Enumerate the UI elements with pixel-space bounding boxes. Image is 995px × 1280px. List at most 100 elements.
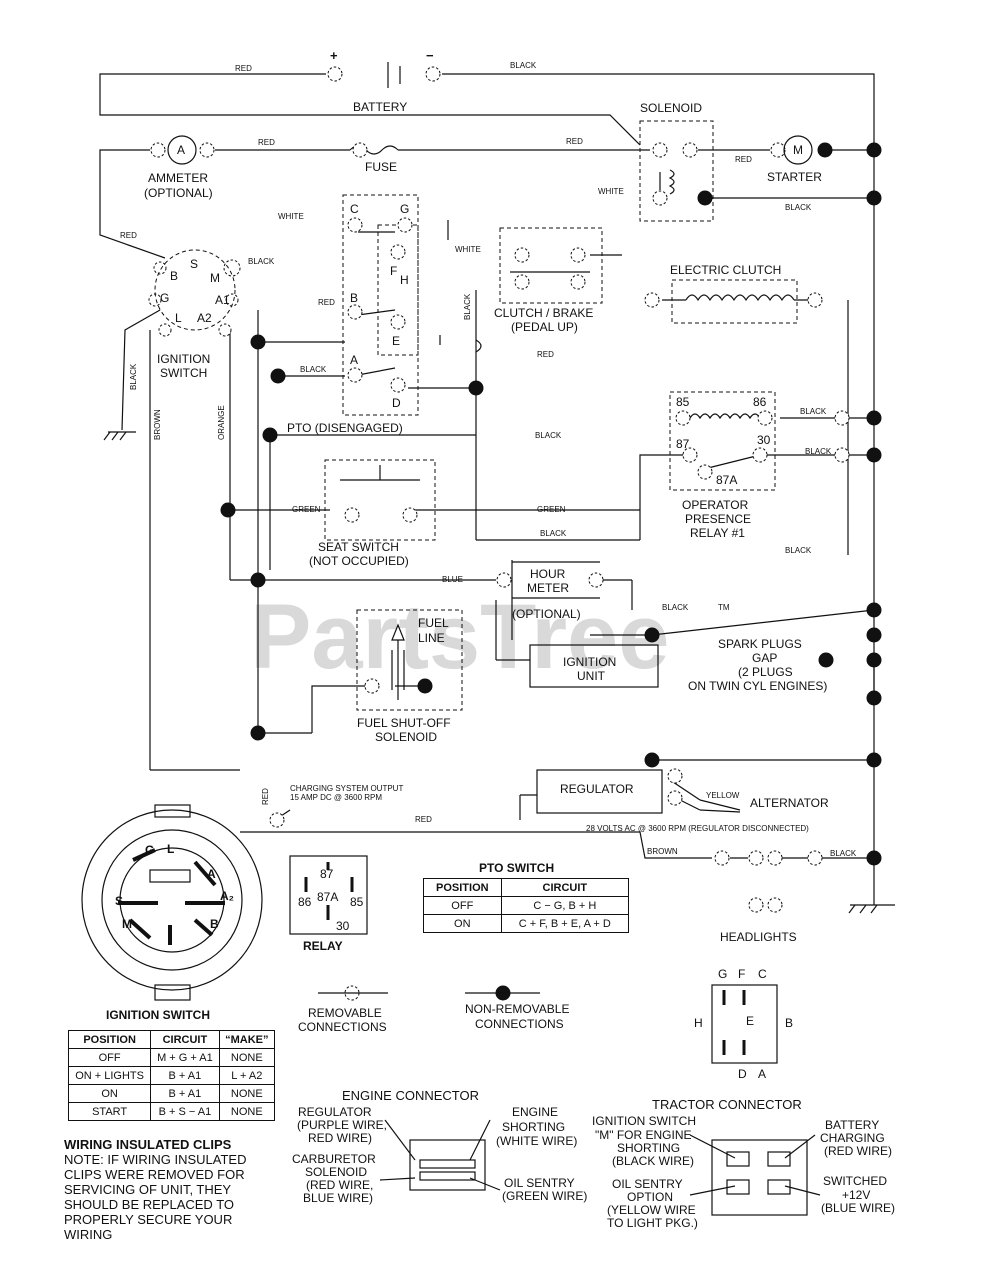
headlights-label: HEADLIGHTS: [720, 930, 797, 944]
tractor-connector-body: [711, 1139, 808, 1216]
pin-d: D: [738, 1067, 747, 1081]
seat-green-label: GREEN: [292, 505, 321, 514]
trac-ign4: (BLACK WIRE): [612, 1154, 694, 1168]
switch-face-g: G: [145, 843, 154, 857]
pto-white-label: WHITE: [278, 212, 304, 221]
eng-carb1: CARBURETOR: [292, 1152, 376, 1166]
pto-table-cell: C + F, B + E, A + D: [500, 914, 630, 933]
wires: [99, 62, 895, 914]
pto-d: D: [392, 396, 401, 410]
relay1-87a: 87A: [716, 473, 737, 487]
trac-oil2: OPTION: [627, 1190, 673, 1204]
table-row: ON B + A1 NONE: [67, 1084, 276, 1103]
pto-red-label: RED: [318, 298, 335, 307]
pto-table-header-circuit: CIRCUIT: [500, 878, 630, 897]
regulator-brown: BROWN: [647, 847, 678, 856]
switch-face-a2: A₂: [220, 889, 234, 903]
ign-term-b: B: [170, 269, 178, 283]
pto-switch-table: POSITION CIRCUIT OFF C − G, B + H ON C +…: [423, 878, 630, 933]
trac-ign2: "M" FOR ENGINE: [595, 1128, 692, 1142]
table-row: OFF C − G, B + H: [423, 896, 630, 915]
relay1-label3: RELAY #1: [690, 526, 745, 540]
pto-table-header-position: POSITION: [423, 878, 502, 897]
fuel-solenoid-box: [356, 609, 463, 711]
relay1-label1: OPERATOR: [682, 498, 749, 512]
electric-clutch-box: [671, 279, 798, 324]
eng-eng1: ENGINE: [512, 1105, 558, 1119]
pto-h: H: [400, 273, 409, 287]
charging-red2: RED: [415, 815, 432, 824]
ign-table-cell: B + A1: [150, 1066, 220, 1085]
ign-table-header-make: “MAKE”: [218, 1030, 276, 1049]
pto-table-cell: OFF: [423, 896, 502, 915]
watermark: PartsTree: [250, 586, 669, 688]
pin-g: G: [718, 967, 727, 981]
wiring-note-line: SERVICING OF UNIT, THEY: [64, 1182, 232, 1197]
trac-bat3: (RED WIRE): [824, 1144, 892, 1158]
ignition-switch-label2: SWITCH: [160, 366, 207, 380]
ign-table-header-circuit: CIRCUIT: [150, 1030, 220, 1049]
switch-face-b: B: [210, 917, 219, 931]
relay-diagram-30: 30: [336, 919, 350, 933]
wiring-note-line: WIRING: [64, 1227, 113, 1242]
ign-table-cell: ON: [67, 1084, 152, 1103]
eng-reg2: (PURPLE WIRE,: [297, 1118, 387, 1132]
fuel-label1: FUEL: [418, 616, 449, 630]
pin-c: C: [758, 967, 767, 981]
legend-removable1: REMOVABLE: [308, 1006, 382, 1020]
relay1-black2: BLACK: [805, 447, 832, 456]
relay1-86: 86: [753, 395, 767, 409]
relay1-30: 30: [757, 433, 771, 447]
fuel-label2: LINE: [418, 631, 445, 645]
ammeter-label: AMMETER: [148, 171, 208, 185]
charging-red: RED: [261, 788, 270, 805]
table-row: OFF M + G + A1 NONE: [67, 1048, 276, 1067]
eng-carb4: BLUE WIRE): [303, 1191, 373, 1205]
trac-sw2: +12V: [842, 1188, 870, 1202]
trac-oil4: TO LIGHT PKG.): [607, 1216, 698, 1230]
eng-oil2: (GREEN WIRE): [502, 1189, 587, 1203]
relay1-box: [669, 391, 776, 491]
pin-h: H: [694, 1016, 703, 1030]
solenoid-label: SOLENOID: [640, 101, 702, 115]
eng-eng2: SHORTING: [502, 1120, 565, 1134]
ammeter-red-label: RED: [258, 138, 275, 147]
ign-table-cell: NONE: [218, 1048, 276, 1067]
spark-label1: SPARK PLUGS: [718, 637, 802, 651]
ign-term-s: S: [190, 257, 198, 271]
seat-switch-label1: SEAT SWITCH: [318, 540, 399, 554]
ign-table-cell: B + A1: [150, 1084, 220, 1103]
eng-carb2: SOLENOID: [305, 1165, 367, 1179]
switch-face-l: L: [167, 842, 174, 856]
ign-table-cell: NONE: [218, 1102, 276, 1121]
legend-removable2: CONNECTIONS: [298, 1020, 387, 1034]
trac-oil1: OIL SENTRY: [612, 1177, 683, 1191]
regulator-yellow: YELLOW: [706, 791, 740, 800]
ignition-unit-black: BLACK: [662, 603, 689, 612]
eng-eng3: (WHITE WIRE): [496, 1134, 577, 1148]
trac-bat2: CHARGING: [820, 1131, 885, 1145]
wiring-note-line: SHOULD BE REPLACED TO: [64, 1197, 235, 1212]
ign-term-m: M: [210, 271, 220, 285]
ignition-switch-symbol: [154, 249, 236, 331]
clutch-brake-label1: CLUTCH / BRAKE: [494, 306, 593, 320]
relay1-black3: BLACK: [535, 431, 562, 440]
ignition-switch-table: POSITION CIRCUIT “MAKE” OFF M + G + A1 N…: [67, 1030, 276, 1121]
trac-ign1: IGNITION SWITCH: [592, 1114, 696, 1128]
spark-label4: ON TWIN CYL ENGINES): [688, 679, 827, 693]
removable-connectors: [148, 66, 850, 1001]
ign-table-header-position: POSITION: [67, 1030, 152, 1049]
starter-black-label: BLACK: [785, 203, 812, 212]
hour-meter-label2: METER: [527, 581, 569, 595]
alternator-volts: 28 VOLTS AC @ 3600 RPM (REGULATOR DISCON…: [586, 824, 809, 833]
solenoid-red-label: RED: [566, 137, 583, 146]
ignition-switch-face: [81, 804, 263, 1001]
pto-table-cell: C − G, B + H: [500, 896, 630, 915]
trac-sw3: (BLUE WIRE): [821, 1201, 895, 1215]
pto-label: PTO (DISENGAGED): [287, 421, 403, 435]
relay-diagram-87: 87: [320, 867, 334, 881]
pto-c: C: [350, 202, 359, 216]
pto-g: G: [400, 202, 409, 216]
eng-reg1: REGULATOR: [298, 1105, 372, 1119]
